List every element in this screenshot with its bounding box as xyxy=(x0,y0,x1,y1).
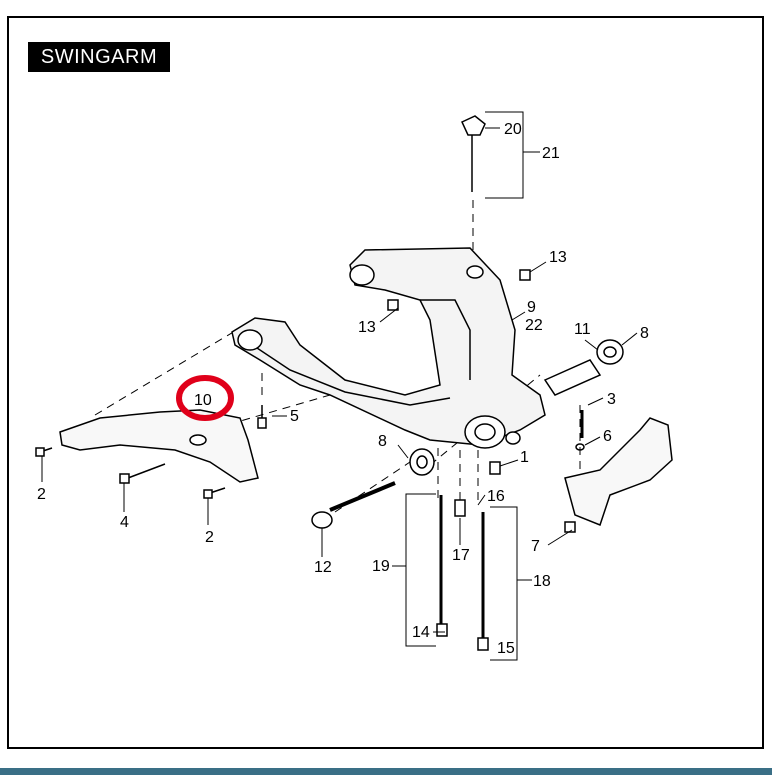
bottom-accent-bar xyxy=(0,768,772,775)
callout-13-right: 13 xyxy=(549,249,567,266)
pivot-shaft xyxy=(329,481,396,512)
plug-13-left xyxy=(387,299,399,311)
callout-14: 14 xyxy=(412,624,430,641)
bolt-2-left xyxy=(35,447,53,457)
swingarm-edge xyxy=(244,339,451,406)
callout-11: 11 xyxy=(574,321,591,338)
callout-10: 10 xyxy=(194,392,212,409)
bearing-left xyxy=(409,448,435,476)
callout-4: 4 xyxy=(120,514,129,531)
bearing-right xyxy=(596,339,624,365)
nut-17 xyxy=(454,499,466,517)
callout-22: 22 xyxy=(525,317,543,334)
pivot-shaft-head xyxy=(311,511,333,529)
callout-17: 17 xyxy=(452,547,470,564)
bolt-4 xyxy=(119,463,166,484)
callout-5: 5 xyxy=(290,408,299,425)
pivot-bore-inner xyxy=(474,423,496,441)
bracket-18 xyxy=(490,506,518,661)
washer-6 xyxy=(575,443,585,451)
bearing-left-inner xyxy=(416,455,428,469)
plug-13-right xyxy=(519,269,531,281)
callout-15: 15 xyxy=(497,640,515,657)
belt-guard xyxy=(564,417,673,526)
callout-7: 7 xyxy=(531,538,540,555)
pivot-bore xyxy=(464,415,506,449)
swingarm-edge xyxy=(420,299,471,380)
callout-9: 9 xyxy=(527,299,536,316)
bracket-19 xyxy=(405,493,436,647)
callout-20: 20 xyxy=(504,121,522,138)
bolt-head-14 xyxy=(436,623,448,637)
diagram-title: SWINGARM xyxy=(28,42,170,72)
callout-6: 6 xyxy=(603,428,612,445)
pivot-hole xyxy=(505,431,521,445)
callout-19: 19 xyxy=(372,558,390,575)
swingarm-body xyxy=(231,247,546,446)
shaft-boss xyxy=(466,265,484,279)
callout-3: 3 xyxy=(607,391,616,408)
highlight-circle xyxy=(176,375,234,421)
callout-8-left: 8 xyxy=(378,433,387,450)
spacer xyxy=(543,359,602,396)
bracket-21 xyxy=(485,111,524,199)
callout-8-right: 8 xyxy=(640,325,649,342)
callout-12: 12 xyxy=(314,559,332,576)
cover-hole xyxy=(189,434,207,446)
pivot-boss xyxy=(349,264,375,286)
bearing-right-inner xyxy=(603,346,617,358)
spacer-7 xyxy=(564,521,576,533)
assembly-line xyxy=(94,324,246,416)
diagram-frame xyxy=(7,16,764,749)
bolt-5 xyxy=(257,405,267,429)
nut-1 xyxy=(489,461,501,475)
front-pivot-boss xyxy=(237,329,263,351)
swingarm-cover xyxy=(59,409,259,483)
bolt-head-15 xyxy=(477,637,489,651)
callout-2-right: 2 xyxy=(205,529,214,546)
callout-13-left: 13 xyxy=(358,319,376,336)
bolt-2-right xyxy=(203,487,226,499)
callout-18: 18 xyxy=(533,573,551,590)
callout-2-left: 2 xyxy=(37,486,46,503)
callout-16: 16 xyxy=(487,488,505,505)
callout-1: 1 xyxy=(520,449,529,466)
callout-21: 21 xyxy=(542,145,560,162)
dipstick-cap xyxy=(461,115,486,136)
